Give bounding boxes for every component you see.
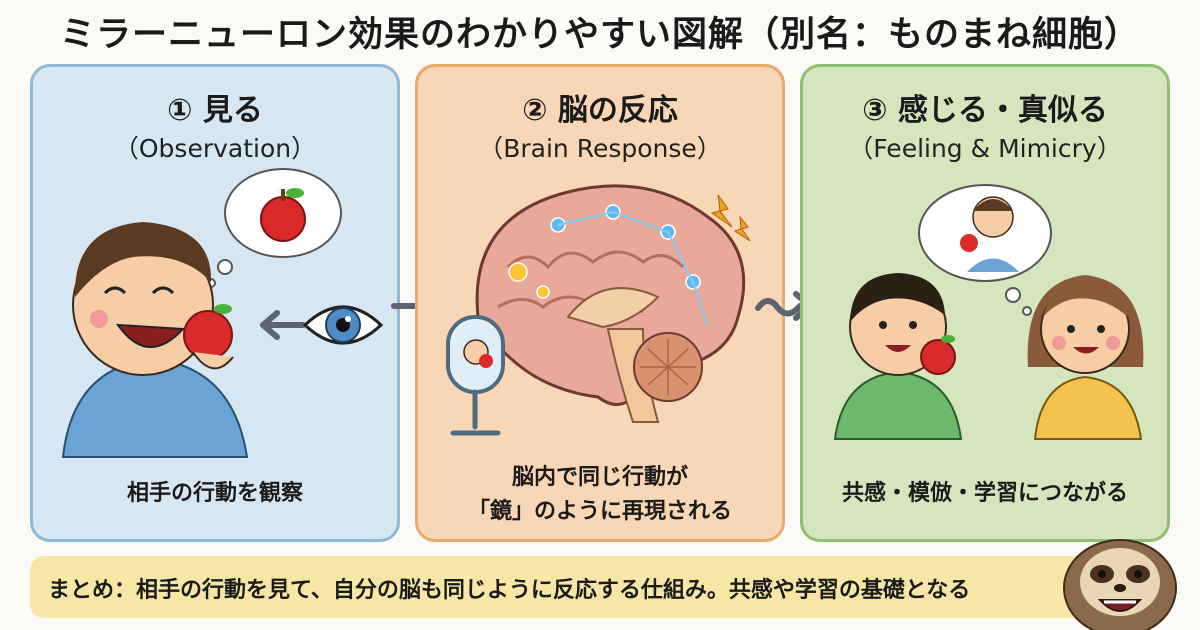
panel-caption: 相手の行動を観察 bbox=[126, 481, 303, 506]
panel-subheading: （Feeling & Mimicry） bbox=[848, 134, 1122, 163]
panel-subheading: （Observation） bbox=[113, 134, 317, 163]
feeling-illustration bbox=[833, 184, 1144, 440]
panel-heading: ① 見る bbox=[167, 93, 263, 128]
panel-heading: ② 脳の反応 bbox=[522, 93, 678, 128]
observation-illustration bbox=[61, 168, 384, 458]
eye-icon bbox=[302, 305, 384, 345]
panel-brain-response: ② 脳の反応 （Brain Response） bbox=[415, 64, 785, 542]
page-title: ミラーニューロン効果のわかりやすい図解（別名：ものまね細胞） bbox=[59, 15, 1140, 55]
apple-icon bbox=[260, 188, 306, 242]
panel-heading: ③ 感じる・真似る bbox=[862, 93, 1108, 128]
boy-figure bbox=[833, 273, 963, 440]
panel-caption-line-1: 脳内で同じ行動が bbox=[511, 465, 688, 490]
summary-bar: まとめ：相手の行動を見て、自分の脳も同じように反応する仕組み。共感や学習の基礎と… bbox=[30, 556, 1170, 618]
summary-text: まとめ：相手の行動を見て、自分の脳も同じように反応する仕組み。共感や学習の基礎と… bbox=[48, 578, 971, 603]
mirror-icon bbox=[446, 315, 505, 436]
thought-bubble-icon bbox=[918, 184, 1052, 316]
brain-illustration bbox=[446, 184, 751, 436]
panel-caption: 共感・模倣・学習につながる bbox=[841, 481, 1128, 506]
girl-figure bbox=[1027, 275, 1144, 440]
panel-caption-line-2: 「鏡」のように再現される bbox=[467, 499, 732, 524]
panel-subheading: （Brain Response） bbox=[478, 134, 722, 163]
thought-bubble-icon bbox=[206, 168, 342, 288]
panel-feeling-mimicry: ③ 感じる・真似る （Feeling & Mimicry） bbox=[800, 64, 1170, 542]
boy-figure bbox=[61, 222, 249, 458]
panel-observation: ① 見る （Observation） bbox=[30, 64, 400, 542]
sloth-mascot bbox=[1063, 539, 1177, 630]
brain-icon bbox=[475, 184, 746, 423]
lightning-icon bbox=[710, 194, 751, 242]
